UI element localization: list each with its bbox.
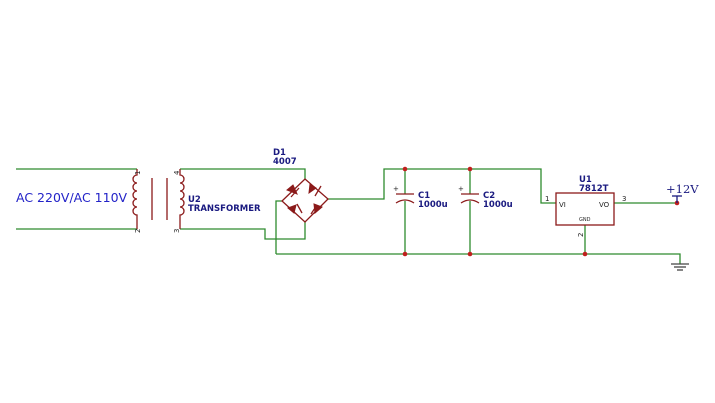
transformer-u2[interactable]: 1 2 4 3 U2 TRANSFORMER [132, 169, 261, 233]
pin-number-label: 2 [577, 233, 585, 237]
c2-value-label: 1000u [483, 200, 513, 210]
rectifier-positive-wire[interactable] [328, 168, 556, 204]
secondary-wire-bottom[interactable] [180, 222, 306, 240]
pin-label: 1 [134, 171, 142, 175]
junction-reg-gnd [582, 251, 588, 257]
ground-symbol-icon[interactable] [671, 263, 689, 271]
junction-c2-top [467, 166, 473, 172]
secondary-winding [179, 169, 185, 229]
polarity-plus-icon: + [458, 185, 464, 193]
ac-input-label: AC 220V/AC 110V [16, 190, 128, 205]
junction-c2-bottom [467, 251, 473, 257]
pin-label: 3 [173, 229, 181, 233]
diode-bottom-left-icon [287, 204, 297, 214]
bridge-ref-label: D1 [273, 148, 286, 158]
bridge-outline [281, 178, 329, 223]
regulator-body [555, 192, 615, 226]
capacitor-c1[interactable]: + C1 1000u [393, 185, 448, 210]
secondary-wire-top[interactable] [180, 168, 306, 179]
bridge-rectifier-d1[interactable]: D1 4007 [273, 148, 329, 223]
junction-c1-bottom [402, 251, 408, 257]
diode-top-right-icon [308, 183, 317, 195]
transformer-ref-label: U2 [188, 195, 201, 205]
c1-value-label: 1000u [418, 200, 448, 210]
primary-winding [132, 169, 138, 229]
diode-top-left-icon [286, 184, 298, 195]
capacitor-plate-curved [395, 199, 415, 204]
transformer-value-label: TRANSFORMER [188, 204, 261, 214]
output-voltage-label: +12V [666, 182, 699, 196]
output-power-flag[interactable]: +12V [666, 182, 699, 203]
diode-bar [296, 203, 303, 214]
ground-rail[interactable] [276, 253, 681, 264]
regulator-ref-label: U1 [579, 175, 592, 185]
capacitor-plate-curved [460, 199, 480, 204]
wires [16, 168, 681, 264]
rectifier-negative-wire[interactable] [275, 200, 282, 254]
capacitor-c2[interactable]: + C2 1000u [458, 185, 513, 210]
diode-bar [310, 204, 318, 215]
bridge-value-label: 4007 [273, 157, 297, 167]
pin-vi-label: VI [559, 201, 566, 209]
pin-number-label: 3 [622, 195, 626, 203]
regulator-value-label: 7812T [579, 184, 609, 194]
pin-label: 4 [173, 170, 181, 175]
polarity-plus-icon: + [393, 185, 399, 193]
pin-gnd-label: GND [579, 217, 591, 223]
c1-ref-label: C1 [418, 191, 430, 201]
c2-ref-label: C2 [483, 191, 495, 201]
junction-c1-top [402, 166, 408, 172]
pin-vo-label: VO [599, 201, 610, 209]
pin-label: 2 [134, 229, 142, 233]
diode-bar [290, 187, 300, 198]
pin-number-label: 1 [545, 195, 549, 203]
diode-bar [314, 185, 322, 197]
voltage-regulator-u1[interactable]: U1 7812T VI VO GND 1 3 2 [545, 175, 626, 237]
